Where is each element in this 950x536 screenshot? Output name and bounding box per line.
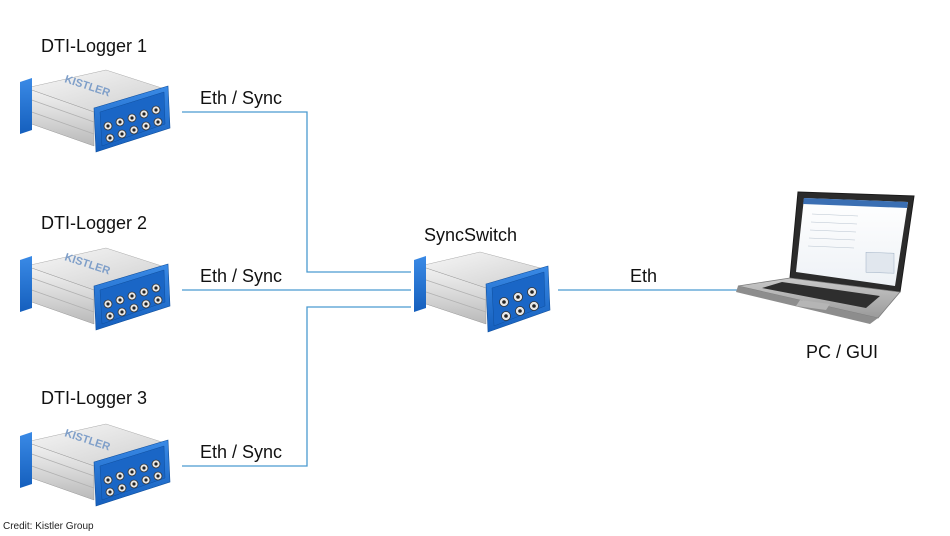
credit-text: Credit: Kistler Group xyxy=(3,521,94,532)
logger-3-label: DTI-Logger 3 xyxy=(41,388,148,408)
syncswitch-device xyxy=(414,251,551,333)
link-logger-1 xyxy=(182,111,411,273)
logger-3-device: KISTLER xyxy=(19,423,171,507)
link-pc-label: Eth xyxy=(630,266,658,286)
pc-gui-label: PC / GUI xyxy=(806,342,879,362)
link-logger-3 xyxy=(182,306,411,467)
syncswitch-label: SyncSwitch xyxy=(424,225,518,245)
connection-lines xyxy=(182,111,745,467)
link-logger-1-label: Eth / Sync xyxy=(200,88,283,108)
logger-2-label: DTI-Logger 2 xyxy=(41,213,148,233)
logger-1-device: KISTLER xyxy=(19,69,171,153)
laptop-device xyxy=(736,191,915,324)
link-logger-3-label: Eth / Sync xyxy=(200,442,283,462)
link-logger-2-label: Eth / Sync xyxy=(200,266,283,286)
logger-2-device: KISTLER xyxy=(19,247,171,331)
logger-1-label: DTI-Logger 1 xyxy=(41,36,148,56)
